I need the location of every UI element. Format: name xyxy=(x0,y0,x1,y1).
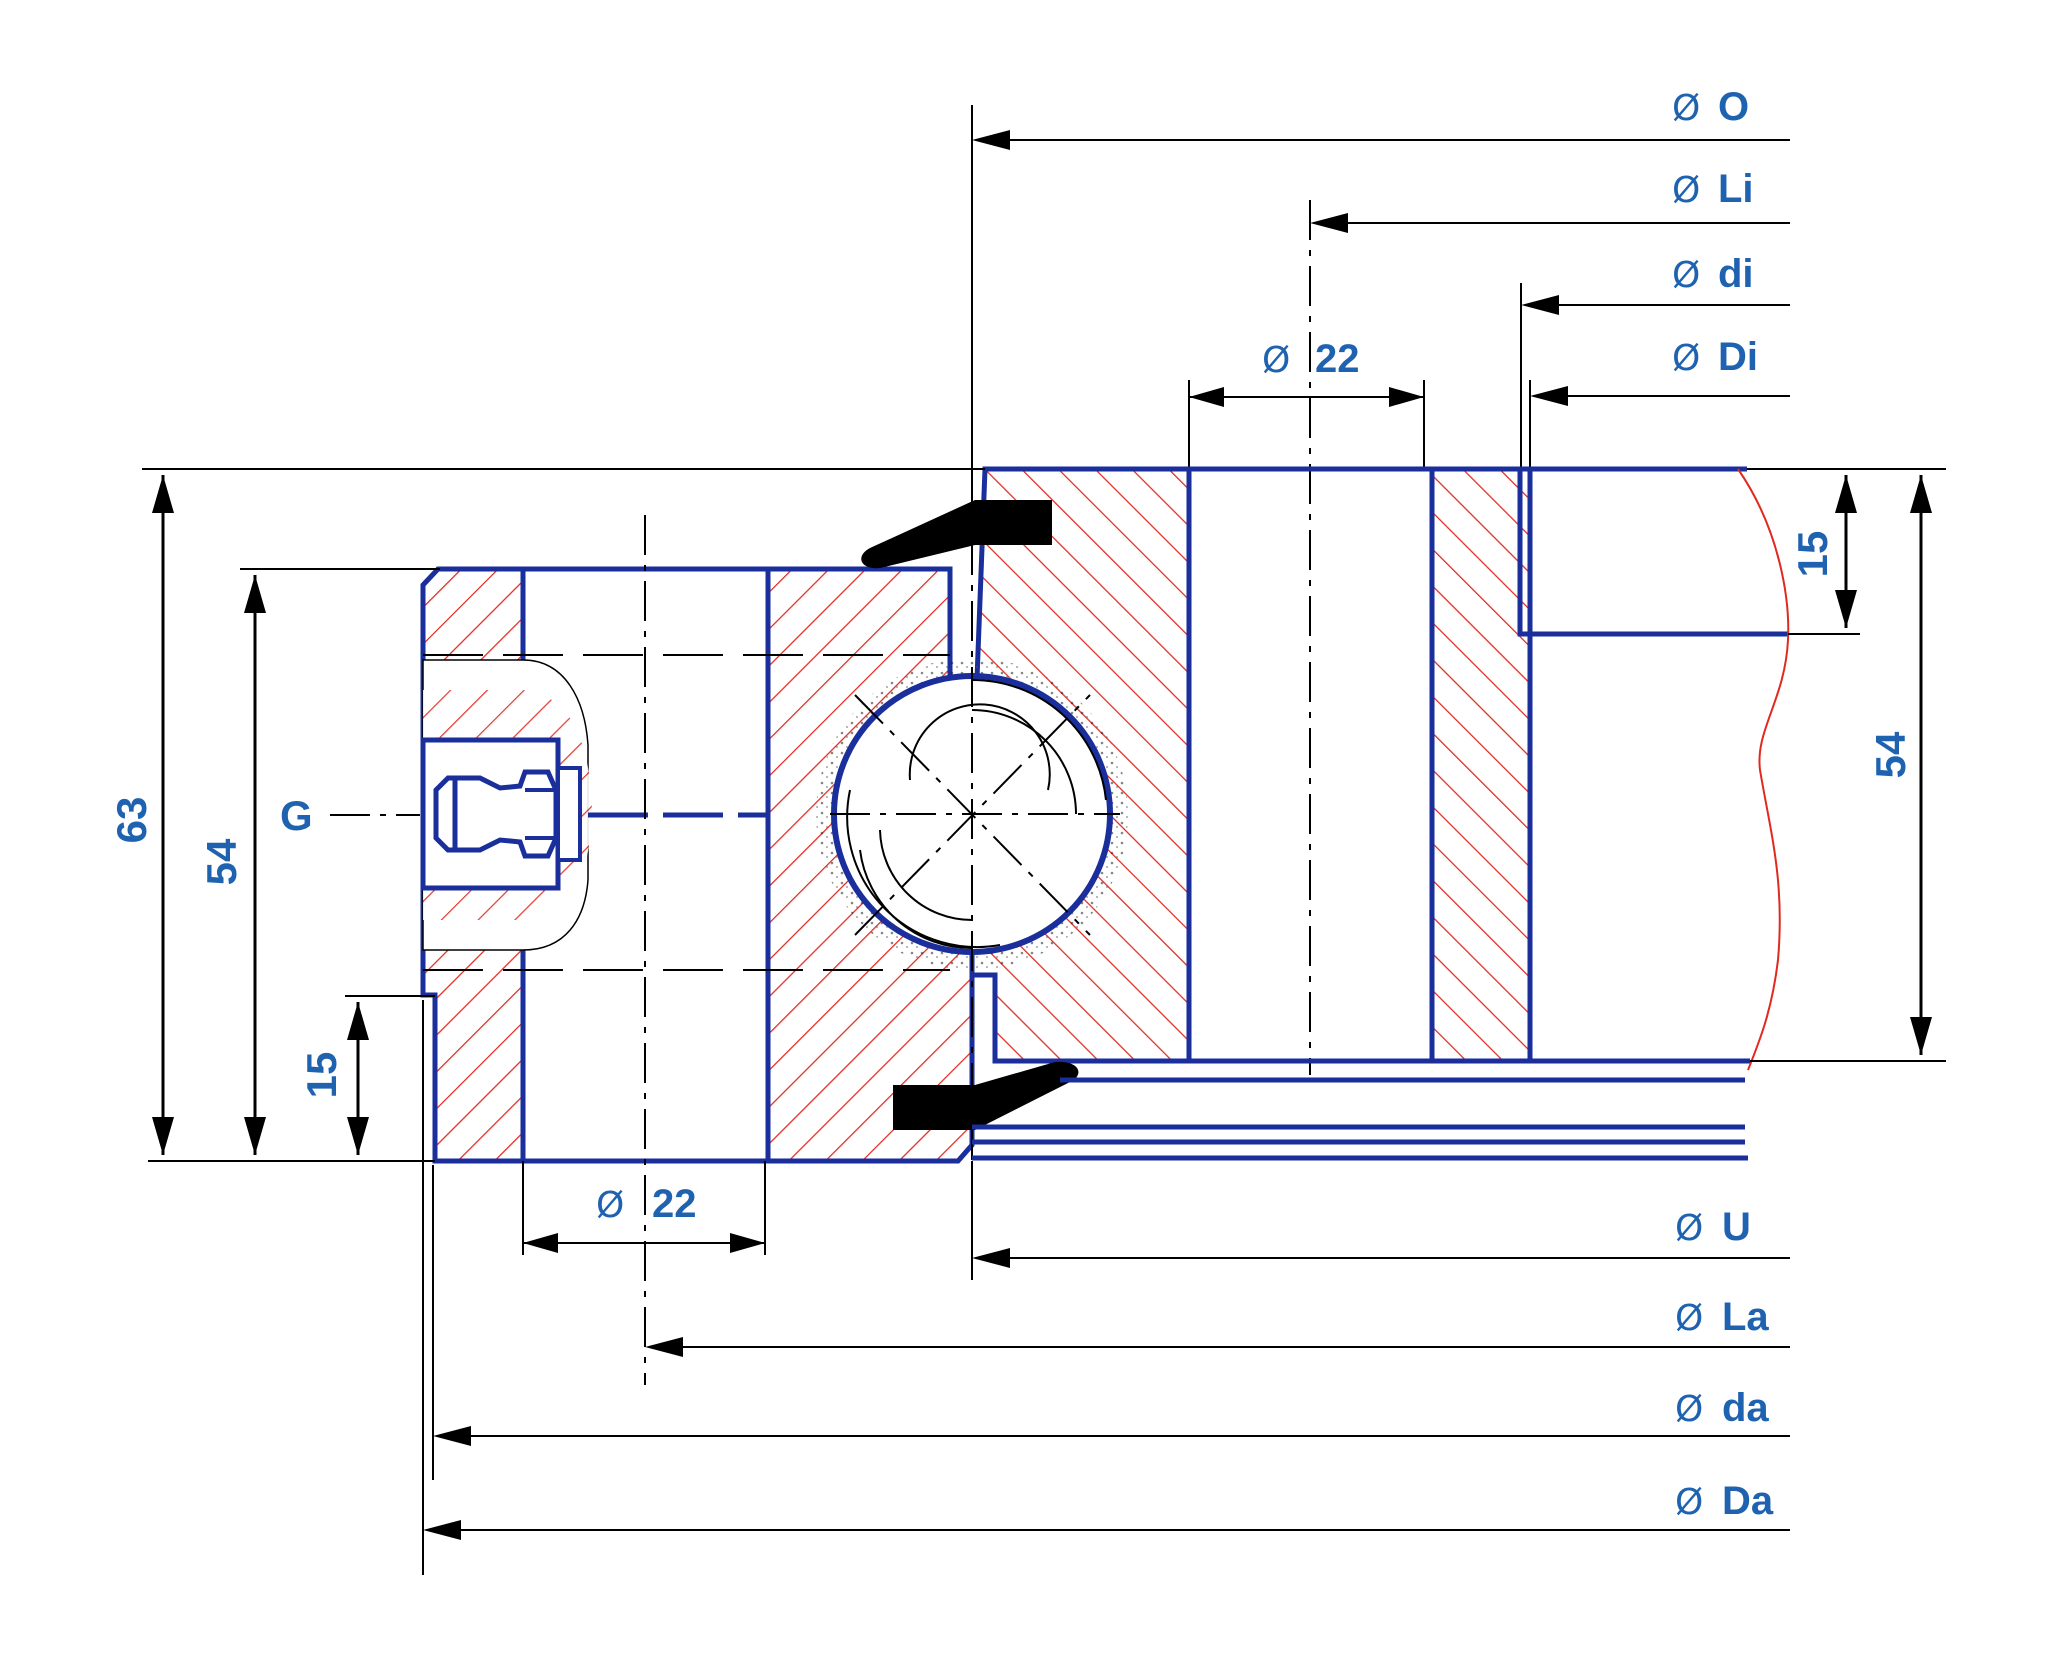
outer-ring-inner-edge xyxy=(1527,634,1750,1064)
bottom-hole-arrow-right xyxy=(730,1233,765,1253)
da-diameter-symbol: Ø xyxy=(1675,1389,1703,1430)
right-dim-15-label: 15 xyxy=(1789,531,1836,578)
seals xyxy=(861,500,1079,1130)
right-dim-54-arrow-bottom xyxy=(1910,1017,1932,1055)
dim-63-arrow-bottom xyxy=(152,1117,174,1155)
seal-top xyxy=(861,500,1052,569)
bottom-hole-dimension: Ø 22 xyxy=(522,1161,766,1255)
right-dim-54-arrow-top xyxy=(1910,475,1932,513)
dim-15-arrow-top xyxy=(347,1002,369,1040)
li-arrow xyxy=(1310,213,1348,233)
da-label: da xyxy=(1722,1386,1769,1430)
di-diameter-symbol: Ø xyxy=(1672,255,1700,296)
ball-arc-3 xyxy=(908,703,1051,791)
li-diameter-symbol: Ø xyxy=(1672,170,1700,211)
right-dimensions: 15 54 xyxy=(1747,468,1946,1062)
right-dim-15-arrow-bottom xyxy=(1835,590,1857,628)
di-upper-diameter-symbol: Ø xyxy=(1672,338,1700,379)
o-diameter-symbol: Ø xyxy=(1672,88,1700,129)
la-diameter-symbol: Ø xyxy=(1675,1298,1703,1339)
ball xyxy=(816,469,1128,1160)
di-upper-arrow xyxy=(1530,386,1568,406)
o-arrow xyxy=(972,130,1010,150)
u-arrow xyxy=(972,1248,1010,1268)
top-hole-diameter-symbol: Ø xyxy=(1262,340,1290,381)
la-label: La xyxy=(1722,1295,1769,1339)
top-labels: Ø O Ø Li Ø di Ø Di xyxy=(1672,85,1758,379)
da-arrow xyxy=(433,1426,471,1446)
right-dim-54-label: 54 xyxy=(1867,731,1914,778)
bottom-dimension-lines xyxy=(423,1161,1790,1540)
outer-ring-section-right xyxy=(1429,466,1533,1064)
dim-15-arrow-bottom xyxy=(347,1117,369,1155)
outer-ring-step xyxy=(1517,469,1788,637)
g-label: G xyxy=(280,792,313,839)
seal-bottom xyxy=(893,1061,1079,1130)
di-upper-label: Di xyxy=(1718,335,1758,379)
la-arrow xyxy=(645,1337,683,1357)
break-line xyxy=(1737,468,1790,1071)
top-hole-dimension: Ø 22 xyxy=(1188,337,1425,469)
bottom-hole-value: 22 xyxy=(652,1182,697,1226)
di-label: di xyxy=(1718,252,1754,296)
right-dim-15-arrow-top xyxy=(1835,475,1857,513)
dim-54-arrow-top xyxy=(244,575,266,613)
hole-arrow-right xyxy=(1389,387,1424,407)
bottom-hole-diameter-symbol: Ø xyxy=(596,1185,624,1226)
top-hole-value: 22 xyxy=(1315,337,1360,381)
ball-arc-6 xyxy=(846,789,1001,948)
dim-63-arrow-top xyxy=(152,475,174,513)
hidden-lines xyxy=(330,515,950,1385)
ball-arc-5 xyxy=(879,829,973,921)
ball-arc-1 xyxy=(971,678,1107,801)
li-label: Li xyxy=(1718,167,1754,211)
bottom-hole-arrow-left xyxy=(523,1233,558,1253)
da-outer-diameter-symbol: Ø xyxy=(1675,1482,1703,1523)
dim-63-label: 63 xyxy=(108,797,155,844)
hole-arrow-left xyxy=(1189,387,1224,407)
o-label: O xyxy=(1718,85,1749,129)
u-label: U xyxy=(1722,1205,1751,1249)
top-dimension-lines xyxy=(971,105,1790,1075)
bottom-ring-lines xyxy=(972,1077,1748,1161)
u-diameter-symbol: Ø xyxy=(1675,1208,1703,1249)
di-arrow xyxy=(1521,295,1559,315)
dim-54-label: 54 xyxy=(198,838,245,885)
ball-contact-line-2 xyxy=(854,694,1091,936)
da-outer-label: Da xyxy=(1722,1479,1774,1523)
dim-54-arrow-bottom xyxy=(244,1117,266,1155)
da-outer-arrow xyxy=(423,1520,461,1540)
left-dimensions: 63 54 G 15 xyxy=(108,468,985,1575)
bottom-labels: Ø U Ø La Ø da Ø Da xyxy=(1675,1205,1774,1523)
grease-nipple-icon xyxy=(433,766,582,862)
dim-15-label: 15 xyxy=(298,1052,345,1099)
